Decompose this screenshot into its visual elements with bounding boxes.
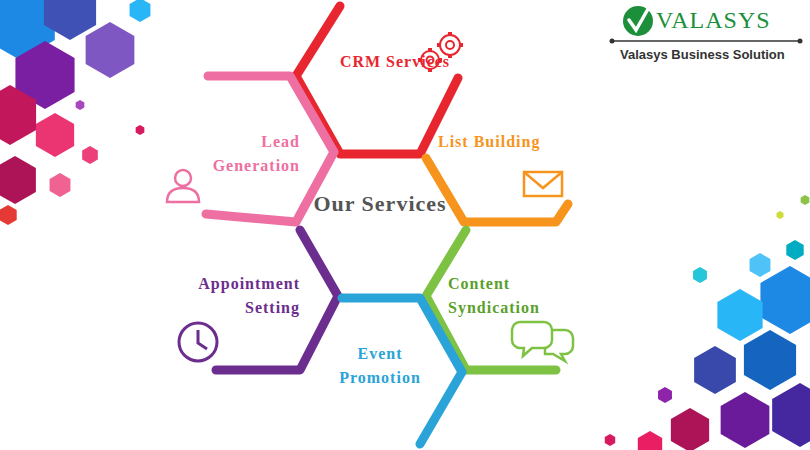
service-name: Event Promotion [318,342,442,390]
service-label: Appointment Setting [170,272,300,320]
service-name: CRM Services [335,50,455,74]
service-label: Lead Generation [190,130,300,178]
logo-tagline: Valasys Business Solution [620,46,785,64]
logo-mark [610,6,803,44]
service-name: Content Syndication [448,272,578,320]
diagram-title: Our Services [310,188,450,220]
person-icon [167,170,199,202]
service-label: Event Promotion [318,342,442,390]
chat-icon [512,322,573,361]
envelope-icon [524,172,562,196]
service-label: CRM Services [335,50,455,74]
service-name: Lead Generation [190,130,300,178]
logo-wordmark: VALASYS [656,6,771,34]
orange-hex-outline [426,158,568,222]
clock-icon [179,323,217,361]
service-name: Appointment Setting [170,272,300,320]
service-label: List Building [438,130,548,154]
service-name: List Building [438,130,548,154]
service-label: Content Syndication [448,272,578,320]
